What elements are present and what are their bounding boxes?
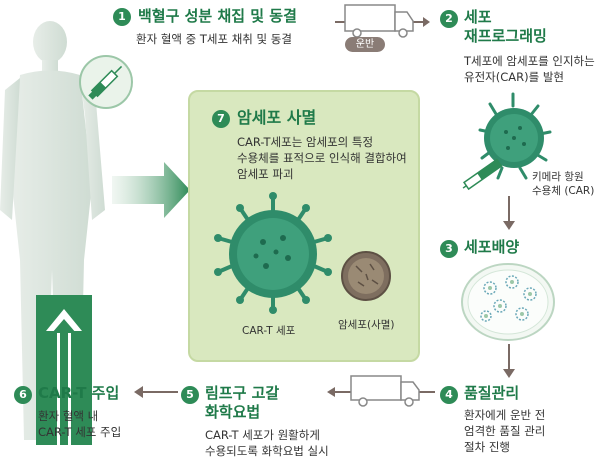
step-4-badge: 4 bbox=[440, 386, 458, 404]
step-5-title-line2: 화학요법 bbox=[205, 403, 260, 422]
step-1-desc: 환자 혈액 중 T세포 채취 및 동결 bbox=[136, 31, 292, 47]
car-t-cell-illustration bbox=[208, 192, 338, 314]
step-6-badge: 6 bbox=[14, 386, 32, 404]
step-5-desc-line2: 수용되도록 화학요법 실시 bbox=[205, 443, 329, 459]
step-2-title-line1: 세포 bbox=[464, 8, 492, 27]
step-7-panel: 7 암세포 사멸 CAR-T세포는 암세포의 특정 수용체를 표적으로 인식해 … bbox=[188, 90, 420, 362]
step-5-title-line1: 림프구 고갈 bbox=[205, 384, 279, 403]
step-2-title-line2: 재프로그래밍 bbox=[464, 27, 547, 46]
step-2-badge: 2 bbox=[440, 10, 458, 28]
step-7-desc-line2: 수용체를 표적으로 인식해 결합하여 bbox=[237, 150, 407, 166]
step-4-title: 품질관리 bbox=[464, 384, 519, 403]
cancer-cell-label: 암세포(사멸) bbox=[338, 318, 395, 332]
step-7-desc-line3: 암세포 파괴 bbox=[237, 166, 294, 182]
receptor-label-line2: 수용체 (CAR) bbox=[532, 184, 594, 198]
step-4-desc-line1: 환자에게 운반 전 bbox=[464, 407, 545, 423]
step-4-desc-line3: 절차 진행 bbox=[464, 439, 510, 455]
step-1-title: 백혈구 성분 채집 및 동결 bbox=[138, 7, 297, 26]
arrow-2-to-3 bbox=[502, 196, 516, 230]
step-7-desc-line1: CAR-T세포는 암세포의 특정 bbox=[237, 134, 373, 150]
step-4-desc-line2: 엄격한 품질 관리 bbox=[464, 423, 545, 439]
step-5-desc-line1: CAR-T 세포가 원활하게 bbox=[205, 427, 320, 443]
step-3-badge: 3 bbox=[440, 240, 458, 258]
syringe-icon bbox=[76, 52, 136, 112]
cell-culture-dish-illustration bbox=[460, 262, 556, 342]
green-arrow-to-panel bbox=[112, 160, 192, 220]
step-6-title: CAR-T 주입 bbox=[38, 384, 119, 403]
arrow-5-to-6 bbox=[134, 385, 178, 399]
step-5-badge: 5 bbox=[181, 386, 199, 404]
step-6-desc-line1: 환자 혈액 내 bbox=[38, 408, 98, 424]
step-2-desc-line1: T세포에 암세포를 인지하는 bbox=[464, 53, 595, 69]
receptor-label-line1: 키메라 항원 bbox=[532, 170, 584, 184]
step-7-badge: 7 bbox=[212, 110, 230, 128]
step-2-desc-line2: 유전자(CAR)를 발현 bbox=[464, 69, 564, 85]
arrow-3-to-4 bbox=[502, 344, 516, 378]
step-1-badge: 1 bbox=[113, 8, 131, 26]
delivery-truck-icon-2 bbox=[327, 370, 435, 410]
car-t-cell-label: CAR-T 세포 bbox=[242, 324, 295, 338]
transport-badge: 운반 bbox=[345, 37, 385, 52]
step-6-desc-line2: CAR-T 세포 주입 bbox=[38, 424, 121, 440]
cancer-cell-illustration bbox=[340, 250, 392, 302]
step-3-title: 세포배양 bbox=[464, 238, 519, 257]
step-7-title: 암세포 사멸 bbox=[237, 108, 316, 127]
